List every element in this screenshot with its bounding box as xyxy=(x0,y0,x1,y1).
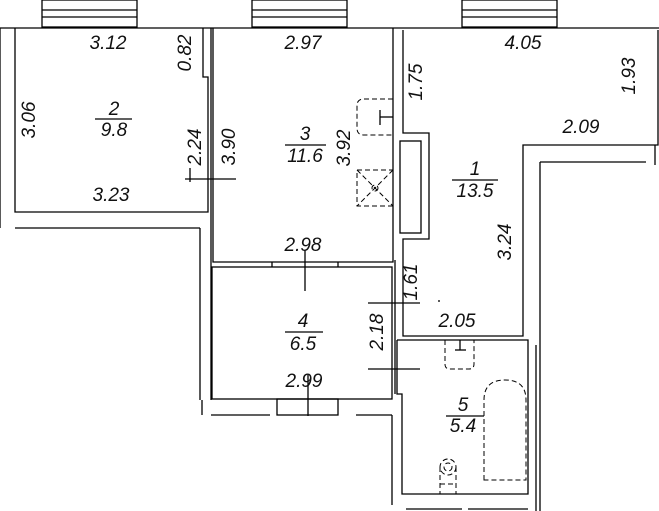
room-1-number: 1 xyxy=(470,159,481,180)
dim-r3-bottom: 2.98 xyxy=(284,235,322,256)
dim-r1-bottom: 2.05 xyxy=(438,311,476,332)
room-1-outline xyxy=(402,30,659,337)
dim-r4-right: 2.18 xyxy=(367,313,388,351)
bathroom-sink-icon xyxy=(444,340,475,370)
room-3-area: 11.6 xyxy=(287,146,323,167)
room-labels: 1 13.5 2 9.8 3 11.6 4 6.5 5 5.4 xyxy=(95,99,498,437)
toilet-icon xyxy=(439,458,457,494)
room-3-number: 3 xyxy=(300,124,311,145)
dim-r2-notch: 0.82 xyxy=(175,34,196,71)
duct xyxy=(399,140,422,234)
dim-r3-top: 2.97 xyxy=(284,33,323,54)
room-5-number: 5 xyxy=(458,395,469,416)
dim-r2-top: 3.12 xyxy=(90,33,127,54)
dim-r2-bottom: 3.23 xyxy=(93,185,130,206)
room-2-outline xyxy=(14,28,209,213)
dim-r4-bottom: 2.99 xyxy=(285,371,323,392)
window-2 xyxy=(251,0,348,28)
dim-r1-right: 1.93 xyxy=(619,57,640,94)
room-4-number: 4 xyxy=(298,311,309,332)
room-3-outline xyxy=(212,28,394,263)
fixtures xyxy=(356,98,527,494)
room-2-number: 2 xyxy=(108,99,120,120)
dim-r3-right: 3.92 xyxy=(334,129,355,166)
room-2-area: 9.8 xyxy=(101,120,128,141)
dim-r1-lower: 3.24 xyxy=(495,224,516,261)
room-5-area: 5.4 xyxy=(450,416,476,437)
dim-r2-left: 3.06 xyxy=(19,101,40,138)
dim-r1-step: 2.09 xyxy=(562,117,600,138)
room-4-area: 6.5 xyxy=(290,334,317,355)
dim-r1-left-lower: 1.61 xyxy=(401,264,422,301)
bathtub-icon xyxy=(483,379,527,481)
kitchen-sink-icon xyxy=(356,98,393,136)
room-1-area: 13.5 xyxy=(457,181,494,202)
dim-r2-right: 2.24 xyxy=(185,129,206,167)
stove-icon xyxy=(356,169,394,207)
room-5-outline xyxy=(396,339,529,495)
dimension-lines xyxy=(185,168,440,416)
dim-r3-left: 3.90 xyxy=(219,128,240,165)
dimension-labels: 3.12 0.82 3.06 2.24 3.23 2.97 3.90 3.92 … xyxy=(19,33,640,392)
dim-r1-top: 4.05 xyxy=(505,33,542,54)
window-1 xyxy=(41,0,138,28)
dim-r1-left-upper: 1.75 xyxy=(406,63,427,100)
window-3 xyxy=(461,0,558,28)
